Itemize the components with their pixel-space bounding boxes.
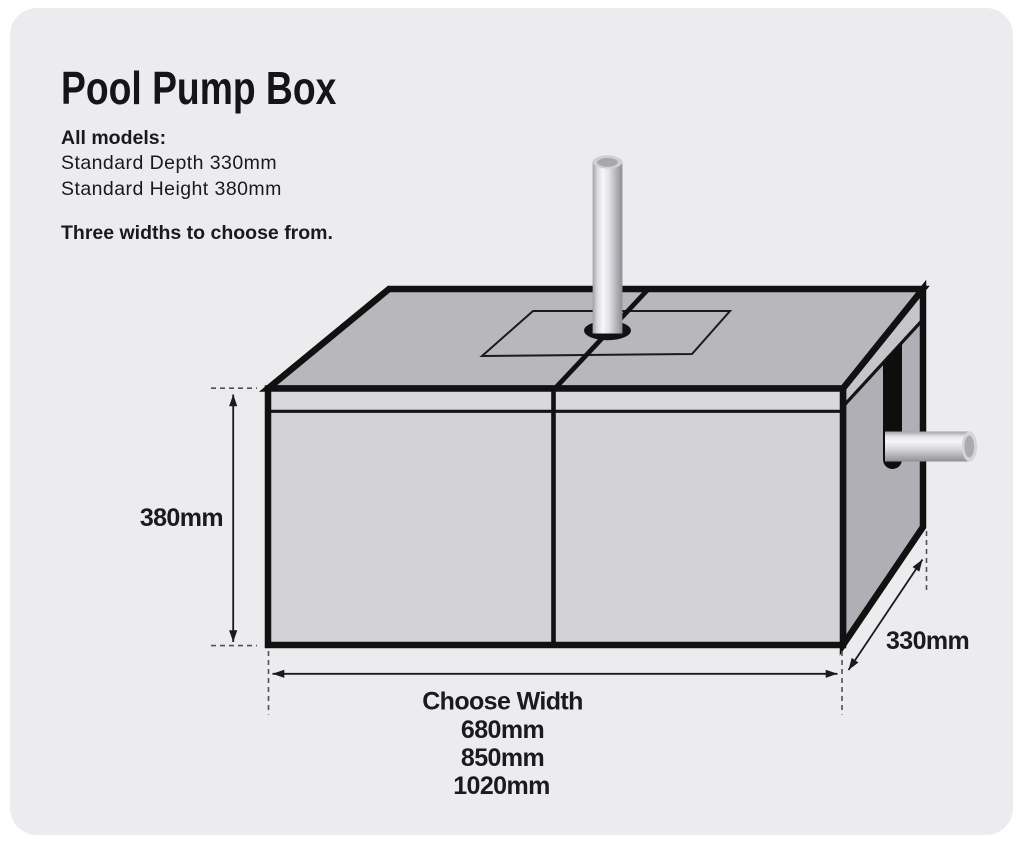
box-illustration bbox=[258, 155, 978, 656]
spec-height: Standard Height 380mm bbox=[61, 177, 282, 200]
top-pipe bbox=[592, 155, 623, 334]
page-title: Pool Pump Box bbox=[61, 62, 337, 114]
box-top-divider bbox=[551, 288, 649, 392]
depth-label: 330mm bbox=[886, 627, 969, 655]
box-front-outline bbox=[264, 385, 847, 649]
top-access-panel bbox=[479, 310, 733, 358]
height-label: 380mm bbox=[140, 504, 223, 532]
spec-depth: Standard Depth 330mm bbox=[61, 152, 278, 175]
side-pipe bbox=[885, 431, 978, 462]
width-option-2: 850mm bbox=[461, 744, 544, 772]
width-dimension bbox=[267, 651, 843, 715]
height-dimension bbox=[211, 387, 257, 647]
intro-copy: All models: Standard Depth 330mm Standar… bbox=[61, 126, 333, 248]
width-option-1: 680mm bbox=[461, 716, 544, 744]
models-heading: All models: bbox=[61, 126, 167, 149]
box-side-lid-strip bbox=[843, 291, 923, 407]
width-title-label: Choose Width bbox=[422, 688, 583, 716]
depth-arrow bbox=[847, 558, 924, 671]
depth-dimension bbox=[847, 531, 928, 671]
width-option-3: 1020mm bbox=[453, 772, 549, 800]
widths-heading: Three widths to choose from. bbox=[61, 222, 333, 245]
